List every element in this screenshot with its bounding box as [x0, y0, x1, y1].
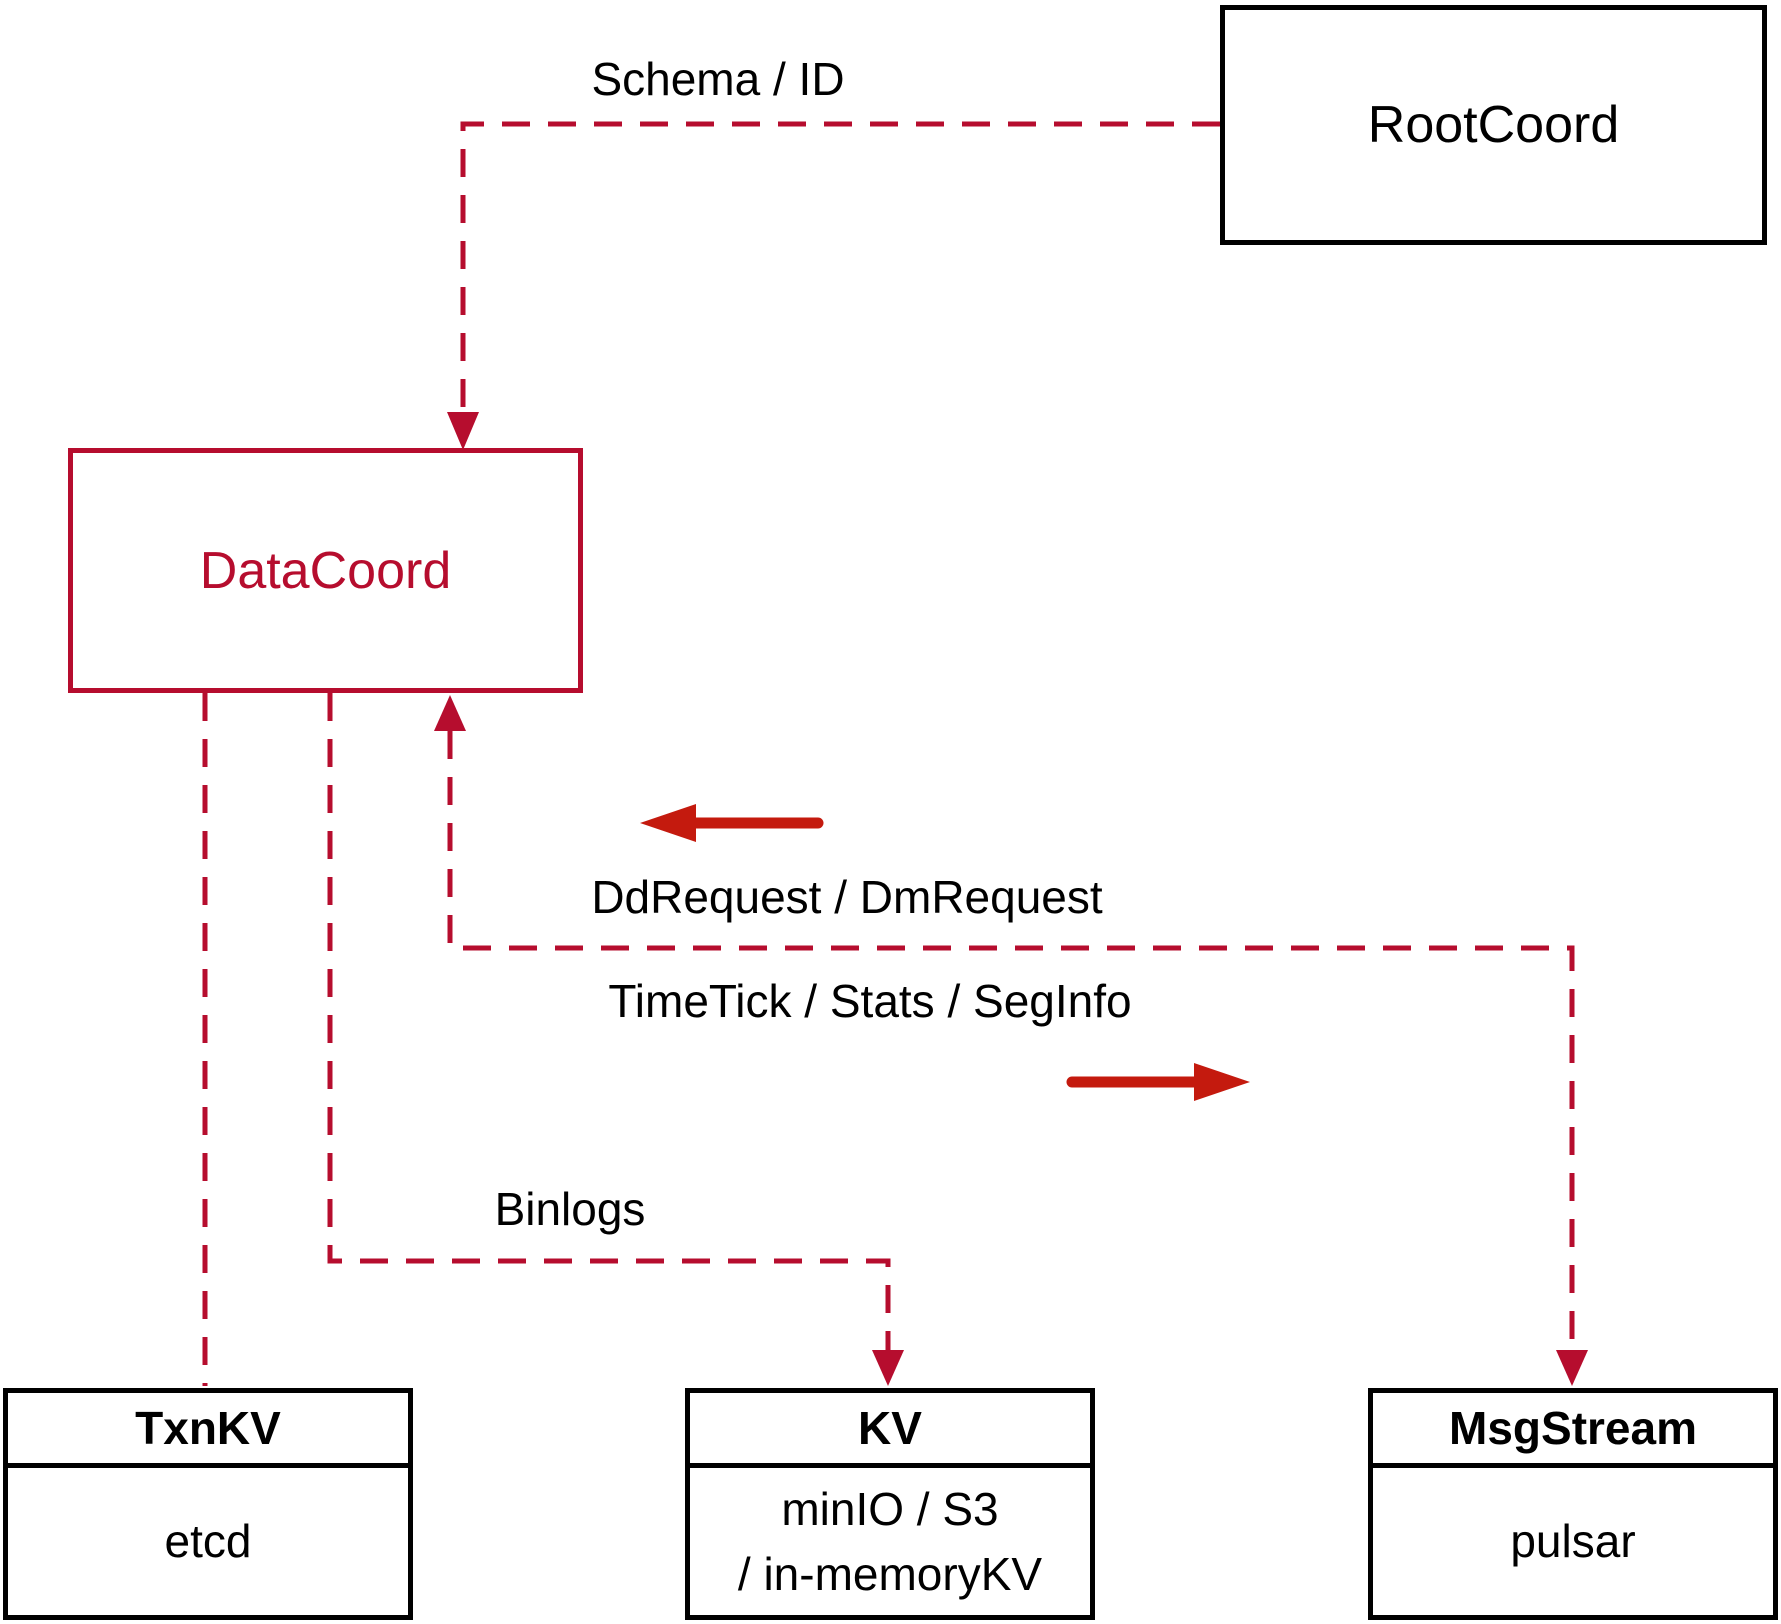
edge-label-binlogs: Binlogs [494, 1183, 646, 1235]
edge-label-schema-id: Schema / ID [591, 53, 845, 105]
node-msgstream: MsgStream pulsar [1368, 1388, 1778, 1620]
node-kv-body-line2: / in-memoryKV [737, 1547, 1043, 1600]
node-txnkv: TxnKV etcd [3, 1388, 413, 1620]
node-kv: KV minIO / S3 / in-memoryKV [685, 1388, 1095, 1620]
node-msgstream-title: MsgStream [1373, 1393, 1773, 1468]
edge-label-timetick-stats-seginfo: TimeTick / Stats / SegInfo [608, 975, 1132, 1027]
edge-requests-arrowhead-down-icon [1556, 1350, 1588, 1386]
edge-binlogs-line [327, 693, 891, 1350]
edge-binlogs-arrowhead-icon [872, 1350, 904, 1386]
node-txnkv-title: TxnKV [8, 1393, 408, 1468]
node-datacoord: DataCoord [68, 448, 583, 693]
edge-schema-id-arrowhead-icon [447, 412, 479, 450]
node-msgstream-body: pulsar [1510, 1515, 1636, 1568]
right-direction-arrow-icon [1194, 1063, 1250, 1101]
node-rootcoord: RootCoord [1220, 5, 1767, 245]
node-rootcoord-label: RootCoord [1367, 96, 1620, 154]
left-direction-arrow-icon [640, 804, 696, 842]
node-kv-body-line1: minIO / S3 [781, 1483, 999, 1536]
edge-schema-id-line [460, 121, 1220, 412]
edge-requests-arrowhead-up-icon [434, 695, 466, 731]
node-kv-body: minIO / S3 / in-memoryKV [690, 1468, 1090, 1615]
node-kv-title: KV [690, 1393, 1090, 1468]
edge-label-ddrequest-dmrequest: DdRequest / DmRequest [591, 871, 1103, 923]
node-txnkv-body: etcd [164, 1515, 252, 1568]
node-datacoord-label: DataCoord [199, 541, 452, 600]
edge-requests-line [447, 731, 1575, 1350]
